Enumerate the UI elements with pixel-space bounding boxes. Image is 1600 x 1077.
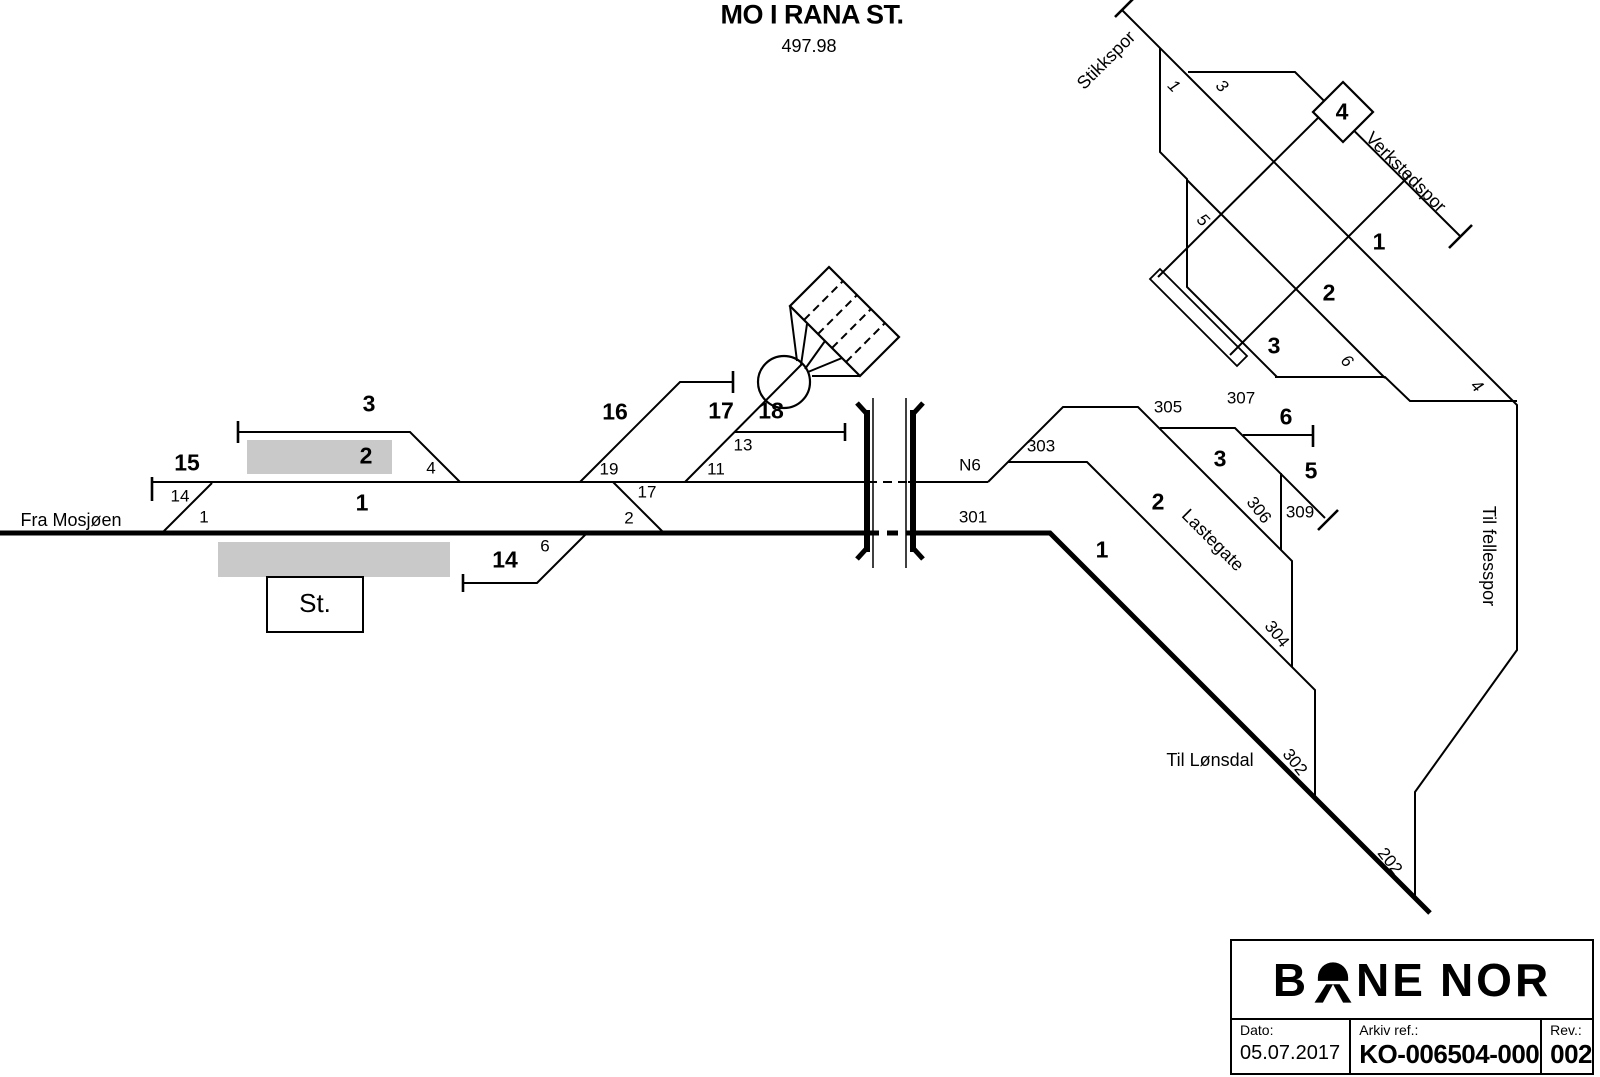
- track-label-1-left: 1: [355, 489, 369, 516]
- workshop-diamond-building: [1311, 80, 1375, 144]
- switch-label-N6: N6: [959, 455, 981, 475]
- track-label-18: 18: [758, 397, 784, 424]
- switch-label-2: 2: [624, 508, 634, 528]
- switch-label-305: 305: [1153, 397, 1183, 417]
- dato-label: Dato:: [1240, 1022, 1274, 1038]
- switch-label-19: 19: [599, 459, 619, 479]
- switch-label-301: 301: [958, 507, 988, 527]
- yard-loading-ramp: [1148, 267, 1249, 368]
- bridge-symbol-left: [855, 398, 874, 568]
- rev-value: 002: [1550, 1039, 1592, 1069]
- track-label-3-left: 3: [362, 390, 376, 417]
- switch-label-309: 309: [1285, 502, 1315, 522]
- switch-label-13: 13: [733, 435, 753, 455]
- track-label-15: 15: [174, 449, 200, 476]
- dato-cell: Dato: 05.07.2017: [1232, 1020, 1352, 1073]
- logo-text-nor: NOR: [1439, 953, 1552, 1006]
- main-line: [0, 530, 1432, 915]
- logo-text-b: B: [1272, 953, 1310, 1006]
- direction-til-lonsdal: Til Lønsdal: [1166, 750, 1254, 770]
- yard-track-label-3: 3: [1267, 332, 1281, 359]
- switch-label-17: 17: [637, 482, 657, 502]
- yard-track-label-1: 1: [1372, 228, 1386, 255]
- platform-main: [218, 542, 450, 577]
- track-label-2-left: 2: [359, 442, 373, 469]
- turntable-spokes: [789, 305, 860, 377]
- roundhouse-stall-tracks: [803, 280, 886, 363]
- bane-nor-logo: B NE NOR: [1232, 941, 1592, 1020]
- platform-track2: [247, 440, 392, 474]
- track-label-6-right: 6: [1279, 403, 1293, 430]
- track-label-16: 16: [602, 398, 628, 425]
- switch-label-4: 4: [426, 458, 436, 478]
- track-label-3-right: 3: [1213, 445, 1227, 472]
- dead-end-ticks: [150, 0, 1473, 592]
- switch-label-307: 307: [1226, 388, 1256, 408]
- track-label-17: 17: [708, 397, 734, 424]
- station-box-label: St.: [299, 588, 331, 618]
- page-title: MO I RANA ST.: [720, 0, 904, 30]
- bane-nor-arch-icon: [1314, 961, 1352, 1003]
- bridge-symbol-right: [905, 398, 925, 568]
- direction-til-fellesspor: Til fellesspor: [1479, 505, 1499, 607]
- switch-label-6-left: 6: [540, 536, 550, 556]
- rev-cell: Rev.: 002: [1542, 1020, 1592, 1073]
- yard-track-label-2: 2: [1322, 279, 1336, 306]
- arkiv-ref-value: KO-006504-000: [1359, 1039, 1540, 1069]
- track-label-1-right: 1: [1095, 536, 1109, 563]
- logo-text-ne: NE: [1356, 953, 1426, 1006]
- title-block: B NE NOR Dato: 05.07.2017 Arkiv ref.: KO…: [1230, 939, 1594, 1075]
- switch-label-1-left: 1: [199, 507, 209, 527]
- track-label-5-right: 5: [1304, 457, 1318, 484]
- station-building-box: [266, 576, 364, 633]
- track-label-14: 14: [492, 546, 518, 573]
- track-label-2-right: 2: [1151, 488, 1165, 515]
- roundhouse-building: [788, 265, 901, 378]
- yard-track-label-4: 4: [1335, 98, 1349, 125]
- thin-track-lines: [152, 9, 1518, 897]
- arkiv-ref-label: Arkiv ref.:: [1359, 1022, 1419, 1038]
- km-value: 497.98: [781, 36, 837, 56]
- direction-fra-mosjoen: Fra Mosjøen: [20, 510, 122, 530]
- switch-label-14-left: 14: [170, 486, 190, 506]
- switch-label-11: 11: [707, 459, 725, 479]
- dato-value: 05.07.2017: [1240, 1042, 1341, 1064]
- switch-label-303: 303: [1026, 436, 1056, 456]
- rev-label: Rev.:: [1550, 1022, 1582, 1038]
- arkiv-ref-cell: Arkiv ref.: KO-006504-000: [1351, 1020, 1543, 1073]
